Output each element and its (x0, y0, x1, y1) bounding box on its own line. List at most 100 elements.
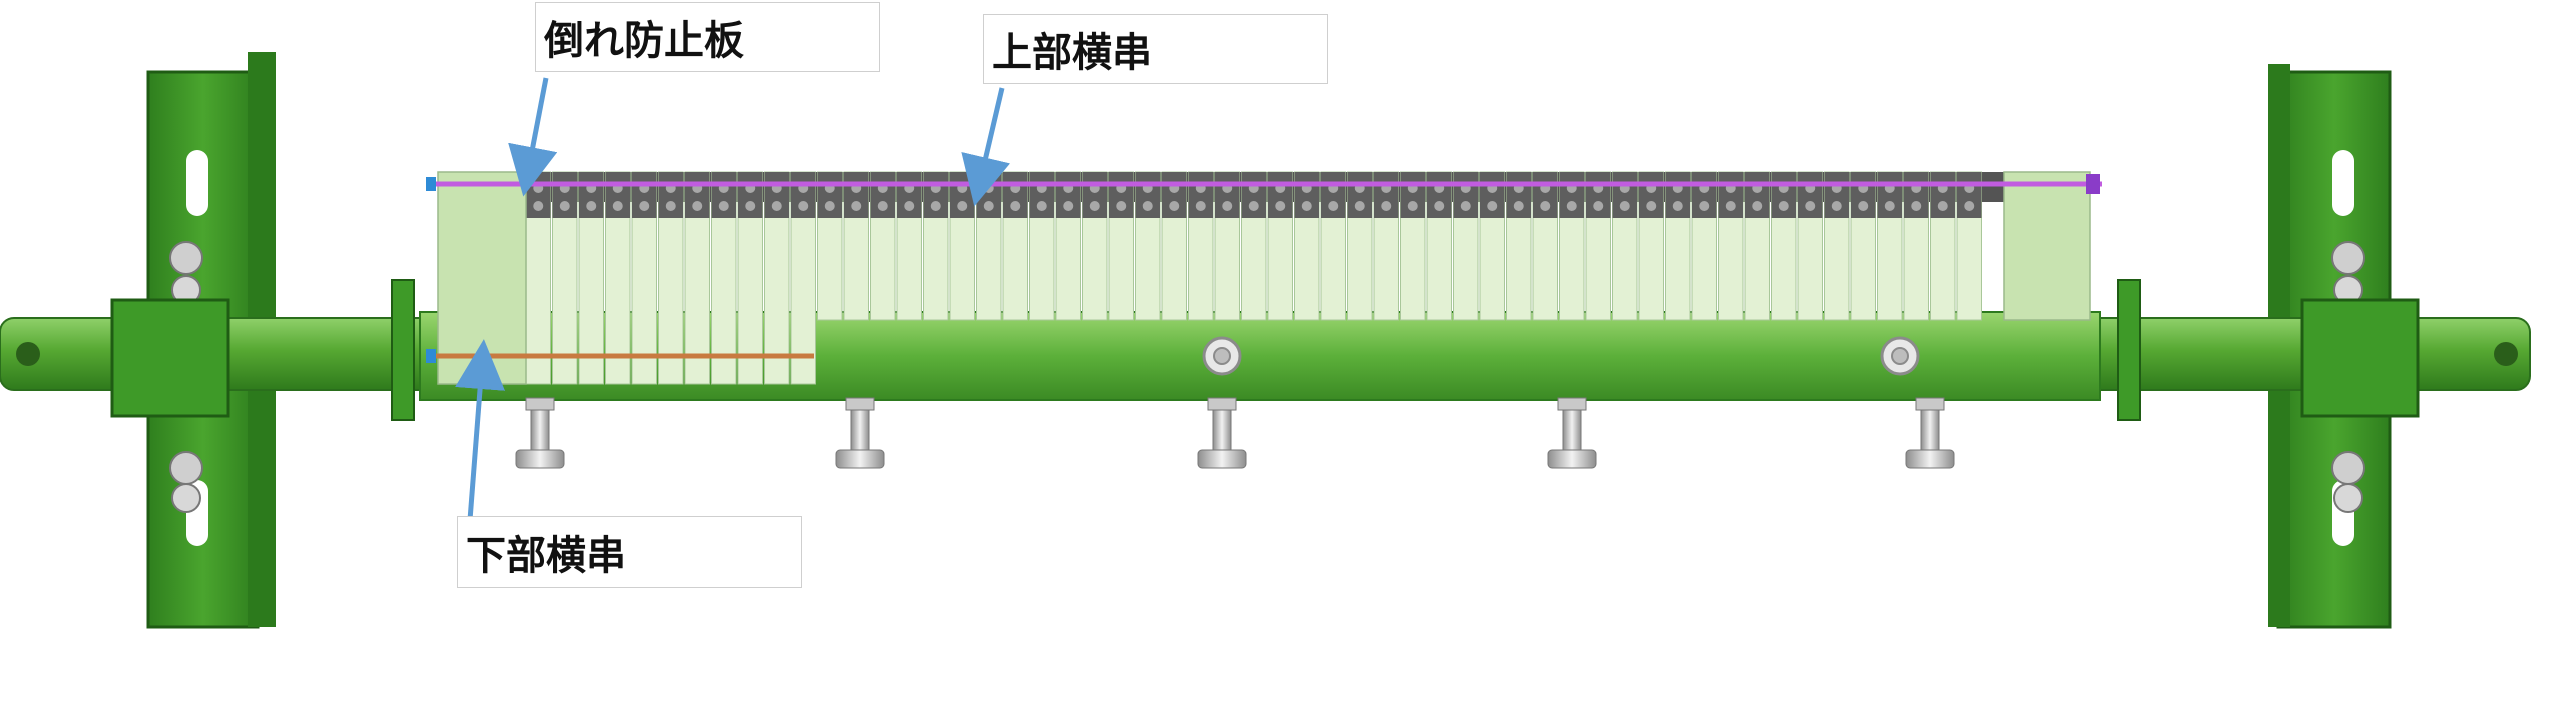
blade-rivet (1010, 201, 1021, 211)
blade-rivet (1275, 201, 1286, 211)
label-lower-crossbar: 下部横串 (457, 516, 802, 588)
blade-tip (844, 172, 869, 218)
slot-icon (2332, 150, 2354, 216)
blade-rivet (1513, 201, 1524, 211)
blade-tip (1056, 172, 1081, 218)
bolt-icon (1197, 397, 1247, 469)
bolt-icon (515, 397, 565, 469)
blade-rivet (1301, 201, 1312, 211)
blade-tip (1029, 172, 1054, 218)
blade-rivet (904, 201, 915, 211)
blade-rivet (771, 201, 782, 211)
blade-rivet (1858, 201, 1869, 211)
blade-tip (711, 172, 736, 218)
blade-rivet (1063, 201, 1074, 211)
blade-tip (1639, 172, 1664, 218)
blade-rivet (798, 201, 809, 211)
blade-tip (1877, 172, 1902, 218)
blade-rivet (1964, 201, 1975, 211)
blade-tip (1374, 172, 1399, 218)
bolt-icon (2333, 483, 2363, 513)
blade-rivet (1460, 201, 1471, 211)
blade-tip (817, 172, 842, 218)
blade-tip (1506, 172, 1531, 218)
blade-rivet (692, 201, 703, 211)
blade-tip (923, 172, 948, 218)
blade-rivet (1116, 201, 1127, 211)
blade-rivet (1805, 201, 1816, 211)
blade-rivet (824, 201, 835, 211)
blade-rivet (1593, 201, 1604, 211)
blade-rivet (718, 201, 729, 211)
blade-tip (870, 172, 895, 218)
blade-tip (579, 172, 604, 218)
blade-tip (1003, 172, 1028, 218)
blade-rivet (639, 201, 650, 211)
blade-rivet (1487, 201, 1498, 211)
blade-rivet (1328, 201, 1339, 211)
blade-rivet (533, 201, 544, 211)
blade-tip (1559, 172, 1584, 218)
pointer-arrow-lower-crossbar (455, 339, 506, 521)
bolt-icon (169, 241, 203, 275)
blade-tip (1930, 172, 1955, 218)
blade-tip (1135, 172, 1160, 218)
blade-tip (1109, 172, 1134, 218)
bolt-icon (171, 483, 201, 513)
blade-rivet (1089, 201, 1100, 211)
blade-tip (1798, 172, 1823, 218)
blade-tip (1294, 172, 1319, 218)
blade-tip (1612, 172, 1637, 218)
blade-rivet (1407, 201, 1418, 211)
blade-rivet (1381, 201, 1392, 211)
blade-tip (1718, 172, 1743, 218)
blade-tip (1268, 172, 1293, 218)
beam-face-bolt-right (1880, 336, 1920, 376)
slot-icon (186, 150, 208, 216)
blade-rivet (559, 201, 570, 211)
blade-rivet (1884, 201, 1895, 211)
blade-rivet (1142, 201, 1153, 211)
blade-tip (1480, 172, 1505, 218)
blade-rivet (665, 201, 676, 211)
blade-tip (1771, 172, 1796, 218)
blade-rivet (1752, 201, 1763, 211)
blade-tip (1665, 172, 1690, 218)
blade-tip (685, 172, 710, 218)
blade-tip (526, 172, 551, 218)
blade-tip (632, 172, 657, 218)
blade-rivet (1699, 201, 1710, 211)
blade-tip (1957, 172, 1982, 218)
label-tip-prevention-plate: 倒れ防止板 (535, 2, 880, 72)
blade-tip (1533, 172, 1558, 218)
pointer-arrow-upper-crossbar (961, 87, 1011, 207)
blade-rivet (1911, 201, 1922, 211)
blade-tip (1692, 172, 1717, 218)
blade-tip (1321, 172, 1346, 218)
blade-tip (738, 172, 763, 218)
blade-tip (1824, 172, 1849, 218)
bolt-icon (835, 397, 885, 469)
blade-rivet (983, 201, 994, 211)
blade-rivet (1248, 201, 1259, 211)
blade-tip (1188, 172, 1213, 218)
beam-face-bolt-left (1202, 336, 1242, 376)
blade-rivet (1540, 201, 1551, 211)
blade-tip (1904, 172, 1929, 218)
blade-tip (1453, 172, 1478, 218)
blade-rivet (1619, 201, 1630, 211)
blade-tip (1586, 172, 1611, 218)
blade-rivet (745, 201, 756, 211)
blade-tip (1215, 172, 1240, 218)
blade-tip (791, 172, 816, 218)
blade-rivet (851, 201, 862, 211)
blade-rivet (1195, 201, 1206, 211)
blade-tip (1400, 172, 1425, 218)
blade-tip (950, 172, 975, 218)
bolt-icon (1547, 397, 1597, 469)
blade-tip (1082, 172, 1107, 218)
blade-tip (897, 172, 922, 218)
left-tip-prevention-plate (437, 171, 527, 385)
blade-tip (658, 172, 683, 218)
